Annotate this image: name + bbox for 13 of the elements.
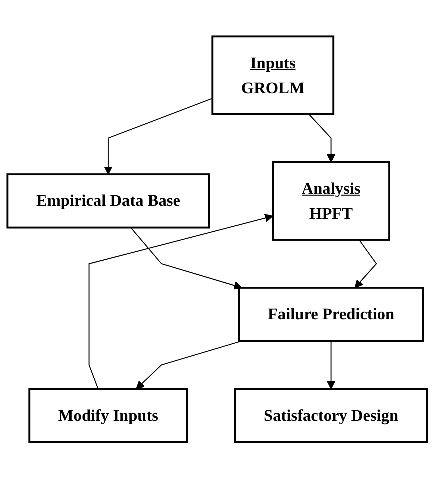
arrow [354, 240, 378, 289]
node-box: Modify Inputs [28, 388, 188, 444]
arrow [104, 98, 214, 176]
node-box: Analysis HPFT [272, 162, 390, 242]
arrow [136, 341, 243, 390]
node-box: Empirical Data Base [6, 174, 210, 230]
arrow [308, 114, 336, 164]
node-box: Inputs GROLM [212, 36, 335, 116]
node-box: Failure Prediction [238, 287, 424, 343]
node-box: Satisfactory Design [234, 388, 428, 444]
arrow [130, 228, 242, 290]
arrow [88, 214, 274, 390]
arrow [327, 341, 336, 390]
